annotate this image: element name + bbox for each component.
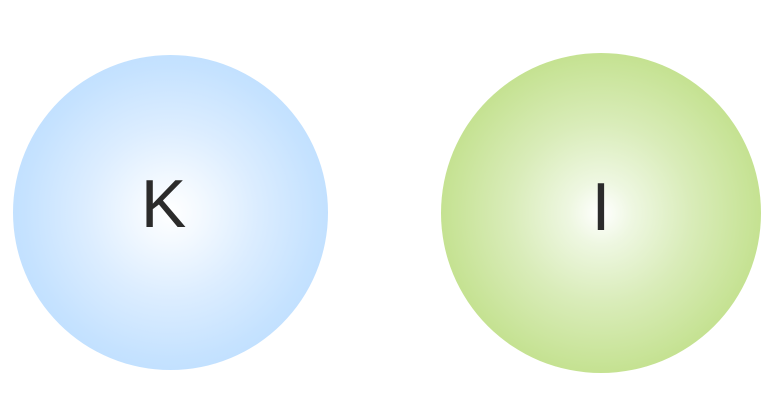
bubble-letter: I	[591, 169, 611, 245]
letter-bubble-i[interactable]: I	[441, 53, 761, 373]
letter-bubble-k[interactable]: K	[13, 55, 328, 370]
bubble-letter: K	[140, 165, 187, 242]
